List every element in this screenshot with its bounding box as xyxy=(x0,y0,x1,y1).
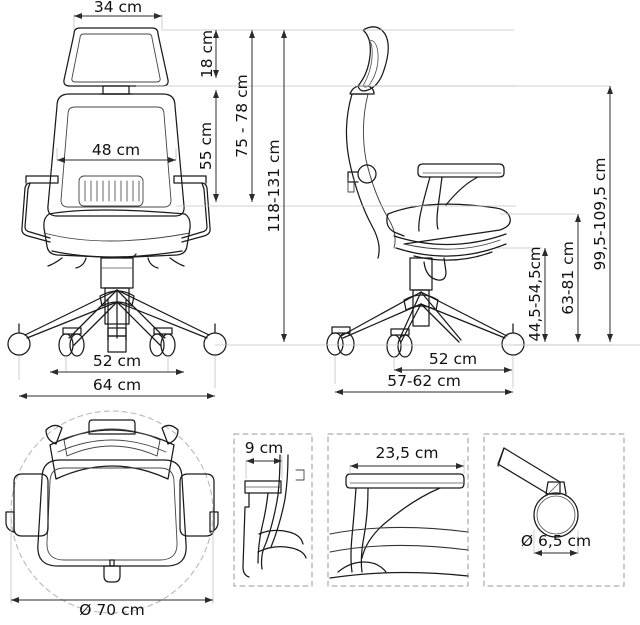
dim-label-armrest-pad-depth: 23,5 cm xyxy=(375,444,438,462)
dim-label-castor-diameter: Ø 6,5 cm xyxy=(521,532,591,550)
dim-label-headrest-top-height: 99,5-109,5 cm xyxy=(591,157,609,270)
top-view-chair xyxy=(5,410,219,614)
dim-label-base-span: 52 cm xyxy=(93,352,141,370)
dim-label-base-depth: 52 cm xyxy=(429,350,477,368)
dim-label-backrest-height: 55 cm xyxy=(197,122,215,170)
dim-label-headrest-width: 34 cm xyxy=(94,0,142,16)
front-view-chair xyxy=(7,27,227,357)
dim-label-overall-width: 64 cm xyxy=(93,376,141,394)
dim-label-armrest-pad-width: 9 cm xyxy=(245,439,283,457)
dim-label-seat-height: 44,5-54,5cm xyxy=(526,246,544,341)
detail-castor-drawing xyxy=(483,433,625,587)
dim-label-overall-height: 118-131 cm xyxy=(265,139,283,232)
dim-label-seat-to-top-back: 75 - 78 cm xyxy=(233,74,251,157)
dimension-labels: 34 cm 18 cm 48 cm 55 cm 75 - 78 cm 118-1… xyxy=(79,0,609,619)
side-view-chair xyxy=(326,26,525,358)
dimension-lines xyxy=(10,13,640,604)
dim-label-swivel-diameter: Ø 70 cm xyxy=(79,601,144,619)
dim-label-backrest-width: 48 cm xyxy=(92,141,140,159)
dim-label-overall-depth: 57-62 cm xyxy=(387,372,461,390)
dim-label-backrest-top-height: 63-81 cm xyxy=(559,241,577,315)
dim-label-headrest-height: 18 cm xyxy=(198,30,216,78)
detail-armrest-depth-drawing xyxy=(327,433,469,587)
detail-armrest-width-drawing xyxy=(233,433,313,587)
